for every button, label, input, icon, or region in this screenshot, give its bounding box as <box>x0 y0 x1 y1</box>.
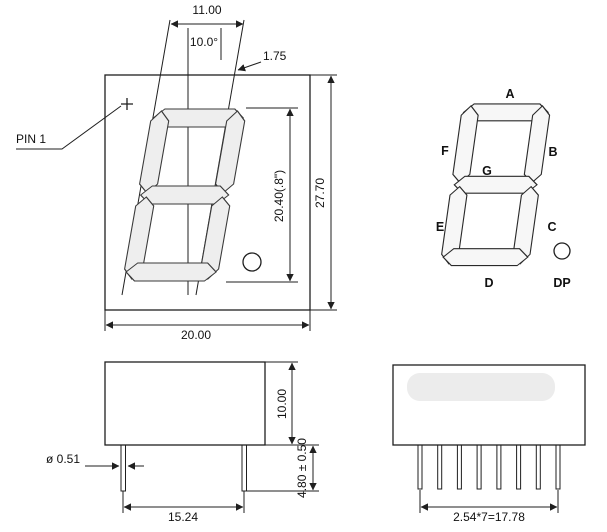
segment-diagram: A F B G E C D DP <box>436 87 571 290</box>
bottom-body-highlight <box>407 373 555 401</box>
diagram-segment-f <box>452 104 479 184</box>
side-view: 10.00 4.80 ± 0.50 ø 0.51 15.24 <box>46 361 319 524</box>
dim-segment-width-leader <box>237 61 262 72</box>
dim-digit-height-text: 20.40(.8") <box>272 170 286 222</box>
dim-segment-width: 1.75 <box>237 49 287 72</box>
label-digit <box>441 103 551 267</box>
label-segment-b: B <box>548 145 557 159</box>
label-segment-a: A <box>505 87 514 101</box>
front-view: PIN 1 11.00 10.0° 1.75 <box>16 3 337 342</box>
front-decimal-point <box>242 252 262 272</box>
pin-4 <box>476 444 482 490</box>
dim-standoff: 4.80 ± 0.50 <box>247 438 319 498</box>
front-digit <box>124 108 246 282</box>
bottom-pins <box>417 444 561 490</box>
dim-overall-width-text: 20.00 <box>181 328 211 342</box>
label-segment-c: C <box>547 220 556 234</box>
pin-1 <box>417 444 423 490</box>
label-segment-e: E <box>436 220 444 234</box>
pin-row-view: 2.54*7=17.78 <box>392 364 586 524</box>
pin-7 <box>535 444 541 490</box>
dim-overall-width: 20.00 <box>104 310 311 342</box>
dim-standoff-text: 4.80 ± 0.50 <box>295 438 309 498</box>
side-pin-right <box>241 444 247 492</box>
label-segment-d: D <box>484 276 493 290</box>
dim-pin-diameter-text: ø 0.51 <box>46 452 80 466</box>
dim-body-height-text: 10.00 <box>275 389 289 419</box>
package-outline <box>104 74 311 311</box>
front-segment-f <box>139 110 170 194</box>
dim-pin-span-text: 15.24 <box>168 510 198 524</box>
dim-segment-width-text: 1.75 <box>263 49 287 63</box>
pin-2 <box>437 444 443 490</box>
pin1-leader-line <box>16 105 122 150</box>
dim-slant-angle-text: 10.0° <box>190 35 218 49</box>
bottom-body-outline <box>392 364 586 446</box>
side-pin-left <box>120 444 126 492</box>
front-segment-d <box>125 262 217 282</box>
diagram-segment-g <box>453 175 538 194</box>
dim-top-width-text: 11.00 <box>192 3 221 17</box>
pin1-plus-marker <box>121 98 133 110</box>
dim-body-height: 10.00 <box>265 361 319 446</box>
pin-5 <box>496 444 502 490</box>
dim-pin-pitch-text: 2.54*7=17.78 <box>453 510 525 524</box>
pin-6 <box>516 444 522 490</box>
pin-8 <box>555 444 561 490</box>
dim-pin-span: 15.24 <box>122 491 245 524</box>
dim-pin-pitch: 2.54*7=17.78 <box>419 490 559 524</box>
dim-top-width: 11.00 <box>170 3 244 28</box>
dim-digit-height: 20.40(.8") <box>226 107 298 283</box>
pin1-label: PIN 1 <box>16 132 46 146</box>
label-segment-dp: DP <box>553 276 570 290</box>
diagram-segment-d <box>442 248 529 267</box>
label-segment-f: F <box>441 144 449 158</box>
diagram-decimal-point <box>553 242 571 260</box>
dim-pin-diameter: ø 0.51 <box>46 452 144 470</box>
side-body-outline <box>104 361 266 446</box>
label-segment-g: G <box>482 164 492 178</box>
dim-overall-height-text: 27.70 <box>313 178 327 208</box>
dim-overall-height: 27.70 <box>310 74 337 311</box>
pin-3 <box>456 444 462 490</box>
